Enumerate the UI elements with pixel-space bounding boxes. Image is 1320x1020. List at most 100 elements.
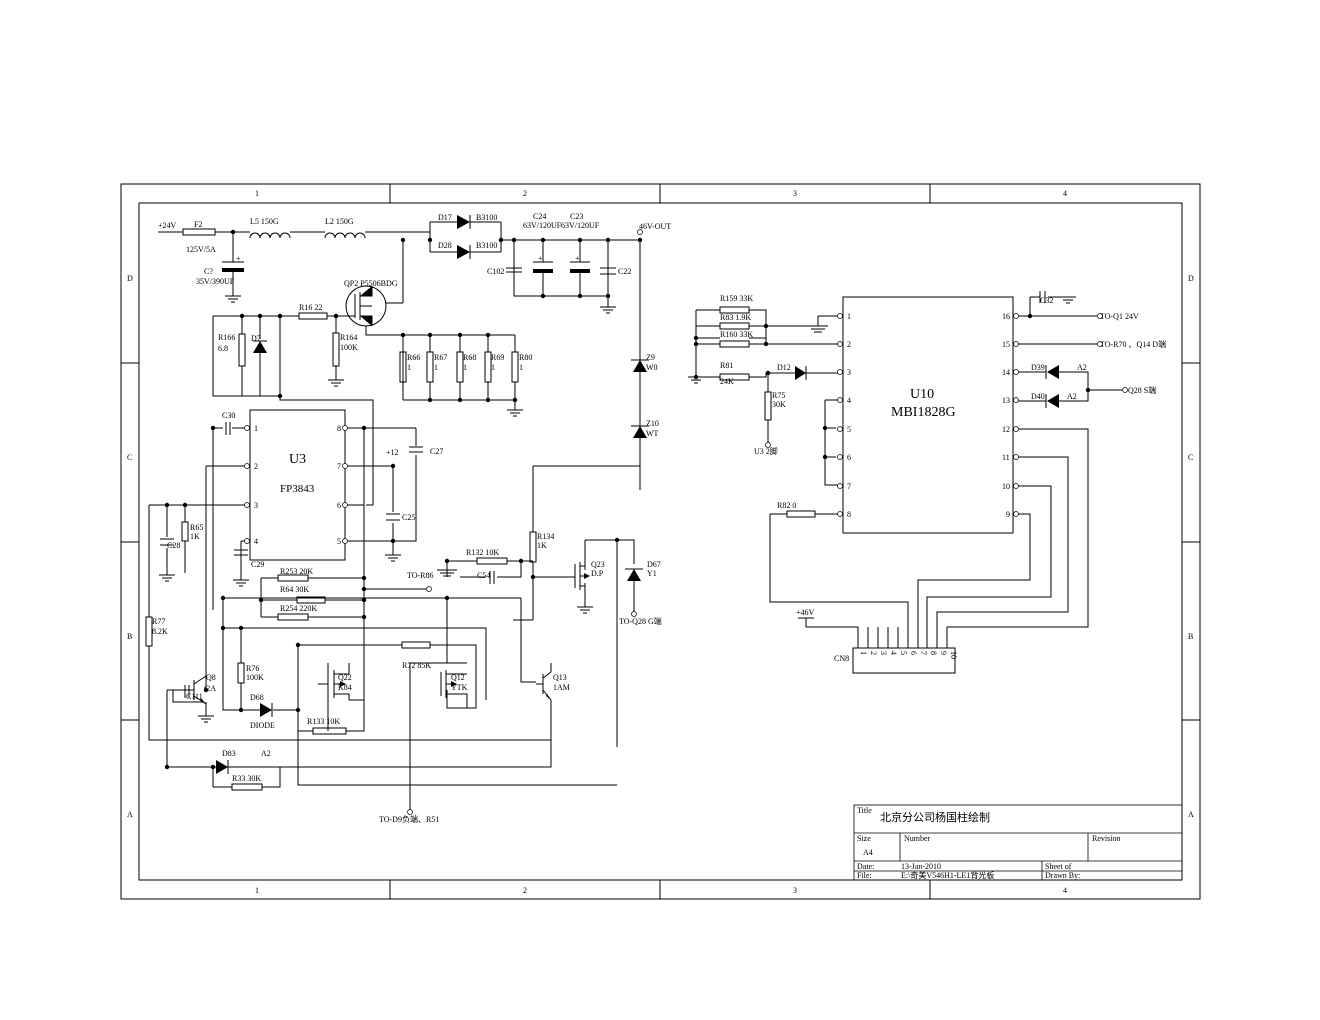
- label-r16: R16 22: [299, 303, 322, 312]
- transistor-q13: [536, 671, 552, 701]
- junction-dot: [822, 425, 828, 431]
- label-r76: R76: [246, 664, 259, 673]
- label-r133: R133 10K: [307, 717, 340, 726]
- capacitor-c27: [409, 446, 423, 453]
- ic-u10: 1 2 3 4 5 6 7 8 16 15 14 13 12 11 10 9 U…: [837, 296, 1019, 534]
- title-text: 北京分公司杨国柱绘制: [880, 810, 990, 824]
- label-q22v: K84: [338, 683, 352, 692]
- junction-dot: [765, 370, 771, 376]
- resistor-r81: [719, 373, 750, 381]
- resistor-r69: [511, 351, 519, 383]
- junction-dot: [361, 425, 367, 431]
- label-r65v: 1K: [190, 532, 200, 541]
- label-r68v: 1: [463, 363, 467, 372]
- label-r66v: 1: [407, 363, 411, 372]
- cn8-pin-9: 9: [939, 651, 948, 655]
- capacitor-c28: [160, 538, 174, 546]
- label-d39: D39: [1031, 363, 1045, 372]
- cn8-pin-4: 4: [889, 651, 898, 655]
- label-d7: D7: [251, 334, 261, 343]
- junction-dot: [498, 237, 504, 243]
- junction-dot: [693, 341, 699, 347]
- label-d28v: B3100: [476, 241, 497, 250]
- resistor-r159: [719, 306, 750, 314]
- label-q8v: t2A: [204, 684, 216, 693]
- date-label: Date:: [857, 862, 874, 871]
- junction-dot: [164, 502, 170, 508]
- junction-dot: [518, 558, 524, 564]
- zener-z9: [631, 359, 649, 372]
- label-q23v: D.P: [591, 569, 604, 578]
- resistor-r76: [237, 662, 245, 684]
- label-d67v: Y1: [647, 569, 657, 578]
- capacitor-c30: [225, 422, 231, 435]
- junction-dot: [239, 313, 245, 319]
- junction-dot: [427, 397, 433, 403]
- resistor-r16: [298, 312, 328, 320]
- cn8-pin-6: 6: [909, 651, 918, 655]
- junction-dot: [605, 237, 611, 243]
- junction-dot: [277, 313, 283, 319]
- zone-row-left-d: D: [127, 274, 133, 283]
- zone-col-top-2: 2: [523, 189, 527, 198]
- ic-u3: 1 2 3 4 8 7 6 5 U3 FP3843: [244, 409, 348, 561]
- label-v46: +46V: [796, 608, 815, 617]
- label-r68: R68: [463, 353, 476, 362]
- label-c29: C29: [251, 560, 264, 569]
- sheet-label: Sheet of: [1045, 862, 1072, 871]
- resistor-r65: [181, 521, 189, 542]
- junction-dot: [444, 558, 450, 564]
- zone-col-bottom-3: 3: [793, 886, 797, 895]
- revision-label: Revision: [1092, 834, 1120, 843]
- junction-dot: [457, 397, 463, 403]
- junction-dot: [230, 229, 236, 235]
- u10-pin-2: 2: [847, 340, 851, 349]
- label-c102: C102: [487, 267, 504, 276]
- label-c111: C111: [186, 692, 203, 701]
- diode-d83: [216, 760, 229, 774]
- label-c24v: 63V/120UF: [523, 221, 562, 230]
- label-tor70: TO-R70 、Q14 D端: [1100, 339, 1166, 349]
- cn8-pin-1: 1: [859, 651, 868, 655]
- diode-d28: [457, 245, 471, 259]
- u3-pin-2: 2: [254, 462, 258, 471]
- label-z10v: WT: [646, 429, 659, 438]
- capacitor-c29: [234, 549, 248, 556]
- label-c30: C30: [222, 411, 235, 420]
- junction-dot: [238, 625, 244, 631]
- capacitor-c102: [506, 267, 522, 273]
- capacitor-c25: [386, 513, 400, 521]
- date-value: 13-Jan-2010: [901, 862, 941, 871]
- u10-pin-8: 8: [847, 510, 851, 519]
- cn8-pin-8: 8: [929, 651, 938, 655]
- label-z9: Z9: [646, 353, 655, 362]
- junction-dot: [693, 335, 699, 341]
- u10-pin-3: 3: [847, 368, 851, 377]
- cn8-pin-10: 10: [949, 651, 958, 659]
- zone-col-bottom-4: 4: [1063, 886, 1067, 895]
- zone-col-bottom-2: 2: [523, 886, 527, 895]
- label-c28: C28: [167, 541, 180, 550]
- label-d83v: A2: [261, 749, 271, 758]
- label-u32: U3 2脚: [754, 446, 778, 456]
- label-d83: D83: [222, 749, 236, 758]
- junction-dot: [822, 454, 828, 460]
- junction-dot: [295, 707, 301, 713]
- label-q23: Q23: [591, 560, 605, 569]
- junction-dots: [164, 229, 1091, 770]
- title-block: Title 北京分公司杨国柱绘制 Size A4 Number Revision…: [853, 804, 1183, 881]
- capacitor-c23: [570, 261, 590, 273]
- label-r132: R132 10K: [466, 548, 499, 557]
- label-c27: C27: [430, 447, 443, 456]
- label-c25: C25: [402, 513, 415, 522]
- u10-pin-11: 11: [1002, 453, 1010, 462]
- label-l2: L2 150G: [325, 217, 354, 226]
- diode-d39: [1045, 365, 1059, 379]
- label-q22: Q22: [338, 673, 352, 682]
- resistor-r254: [277, 613, 309, 621]
- zone-row-right-c: C: [1188, 453, 1193, 462]
- label-d39v: A2: [1077, 363, 1087, 372]
- label-c32: C32: [1040, 296, 1053, 305]
- capacitor-c22: [600, 267, 616, 275]
- label-r72: R72 85K: [402, 661, 431, 670]
